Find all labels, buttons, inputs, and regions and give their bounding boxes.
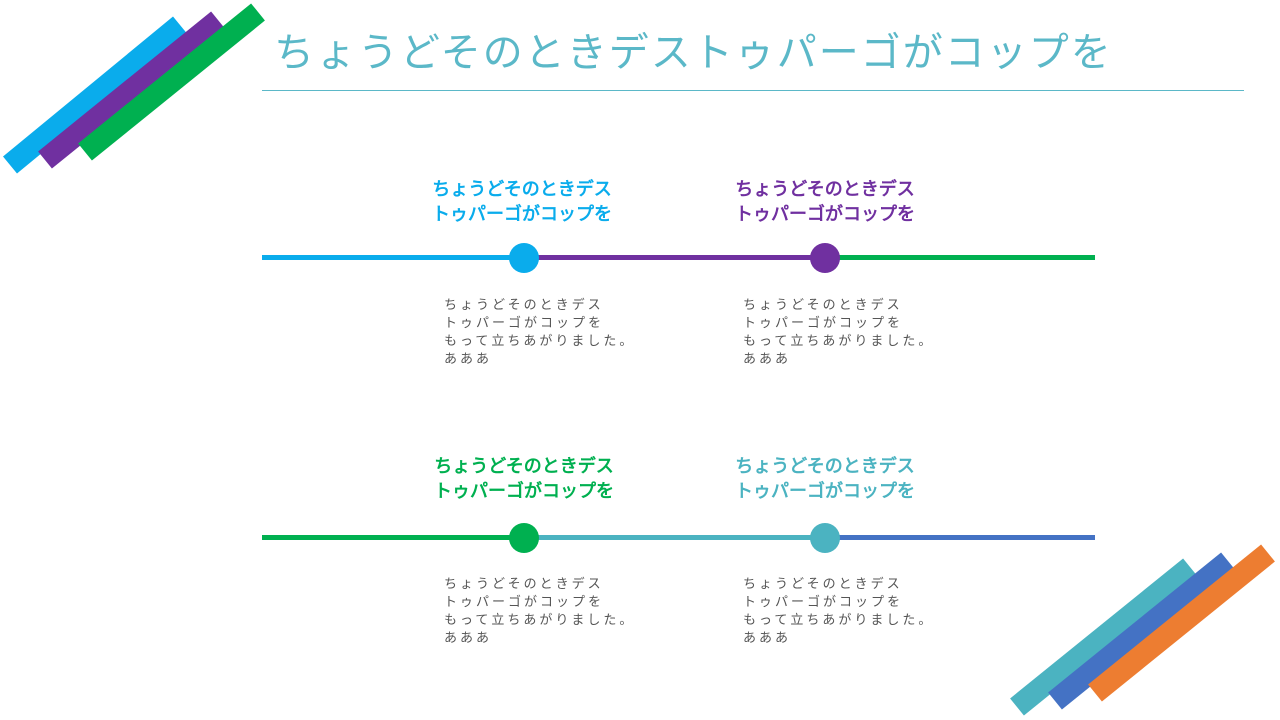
milestone-2-heading: ちょうどそのときデス トゥパーゴがコップを (735, 179, 915, 225)
timeline-2-milestone-dot-2 (810, 523, 840, 553)
stripe-bottom-indigo (1048, 552, 1235, 710)
stripe-top-purple (38, 11, 225, 169)
milestone-1-description: ちょうどそのときデス トゥパーゴがコップを もって立ちあがりました。 あああ (444, 298, 636, 367)
milestone-3-heading: ちょうどそのときデス トゥパーゴがコップを (434, 456, 614, 502)
milestone-2-description: ちょうどそのときデス トゥパーゴがコップを もって立ちあがりました。 あああ (743, 298, 935, 367)
timeline-1-segment-purple (524, 255, 825, 260)
title-divider (262, 90, 1244, 91)
stripe-top-blue (3, 16, 187, 174)
timeline-2-segment-teal (524, 535, 825, 540)
timeline-2-segment-indigo (825, 535, 1095, 540)
milestone-4-heading: ちょうどそのときデス トゥパーゴがコップを (735, 456, 915, 502)
timeline-2-segment-green (262, 535, 524, 540)
milestone-3-description: ちょうどそのときデス トゥパーゴがコップを もって立ちあがりました。 あああ (444, 577, 636, 646)
timeline-1-milestone-dot-2 (810, 243, 840, 273)
milestone-1-heading: ちょうどそのときデス トゥパーゴがコップを (432, 179, 612, 225)
milestone-4-description: ちょうどそのときデス トゥパーゴがコップを もって立ちあがりました。 あああ (743, 577, 935, 646)
page-title: ちょうどそのときデストゥパーゴがコップを (274, 30, 1113, 76)
timeline-1-segment-green (825, 255, 1095, 260)
timeline-2-milestone-dot-1 (509, 523, 539, 553)
timeline-1-segment-blue (262, 255, 524, 260)
stripe-bottom-teal (1010, 558, 1197, 716)
stripe-top-green (78, 3, 265, 161)
stripe-bottom-orange (1088, 544, 1275, 702)
timeline-1-milestone-dot-1 (509, 243, 539, 273)
